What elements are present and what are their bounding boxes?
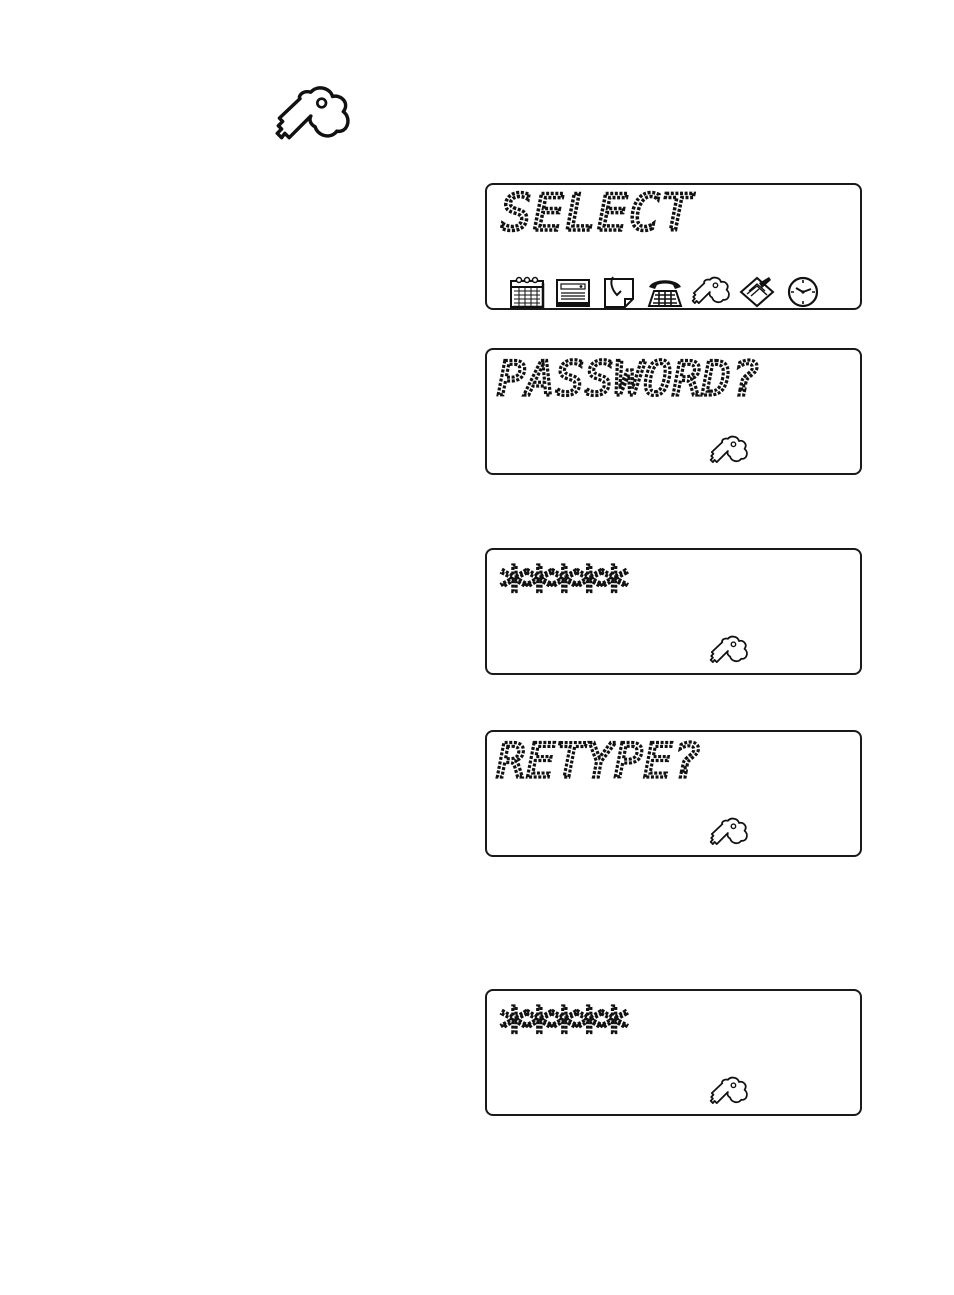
memo-icon[interactable] [599, 275, 639, 309]
lcd-text-entry: ***** [497, 554, 628, 622]
key-icon [709, 432, 749, 470]
card-file-icon[interactable] [553, 275, 593, 309]
lcd-text-select: SELECT [501, 185, 695, 242]
lcd-text-retype: RETYPE? [497, 734, 702, 789]
lcd-display-entry: ***** [485, 548, 862, 675]
notepad-icon[interactable] [737, 275, 777, 309]
lcd-display-retype-entry: ***** [485, 989, 862, 1116]
lcd-display-retype: RETYPE? [485, 730, 862, 857]
lcd-text-retype-entry: ***** [497, 995, 628, 1063]
telephone-icon[interactable] [645, 275, 685, 309]
menu-icon-row [507, 275, 823, 309]
key-icon [709, 814, 749, 852]
key-icon[interactable] [691, 275, 731, 309]
calendar-icon[interactable] [507, 275, 547, 309]
key-icon [274, 84, 352, 148]
key-icon [709, 632, 749, 670]
key-icon [709, 1073, 749, 1111]
lcd-text-password: PASSWORD? [497, 352, 761, 407]
clock-icon[interactable] [783, 275, 823, 309]
lcd-display-select: SELECT [485, 183, 862, 310]
lcd-display-password: PASSWORD? [485, 348, 862, 475]
